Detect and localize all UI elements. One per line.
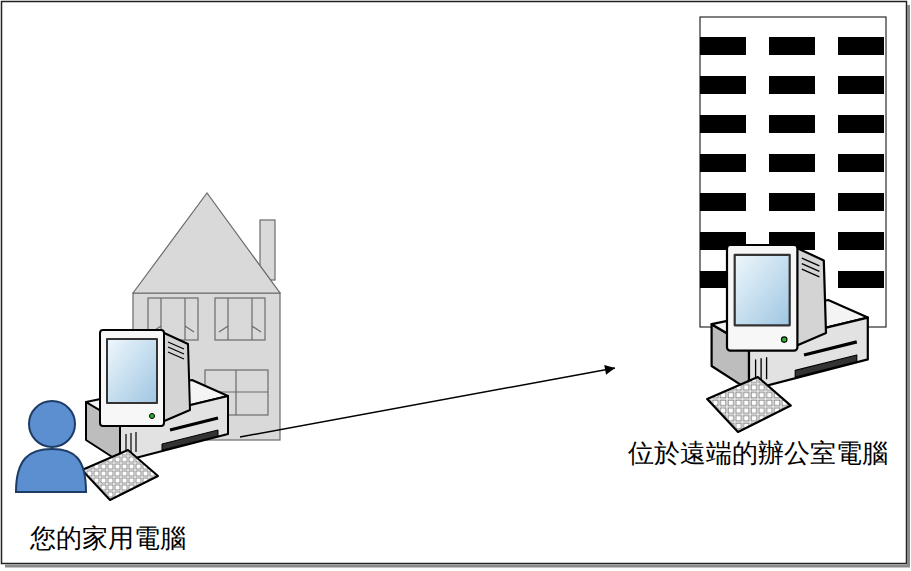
- computer-node: 位於遠端的辦公室電腦: [615, 235, 900, 475]
- frame-shadow: [5, 5, 909, 566]
- window: [215, 298, 265, 340]
- window-frame: [219, 298, 261, 340]
- home-computer: [82, 330, 228, 500]
- node-label: 位於遠端的辦公室電腦: [628, 438, 888, 469]
- user-body: [16, 449, 86, 492]
- frame-border: [2, 2, 907, 564]
- computer-node: 您的家用電腦: [10, 320, 240, 560]
- user-head: [29, 401, 75, 447]
- node-label: 您的家用電腦: [30, 523, 186, 554]
- roof: [133, 193, 280, 293]
- user-icon: [16, 401, 86, 492]
- office-computer: [707, 245, 868, 432]
- connector-arrow: [240, 368, 615, 437]
